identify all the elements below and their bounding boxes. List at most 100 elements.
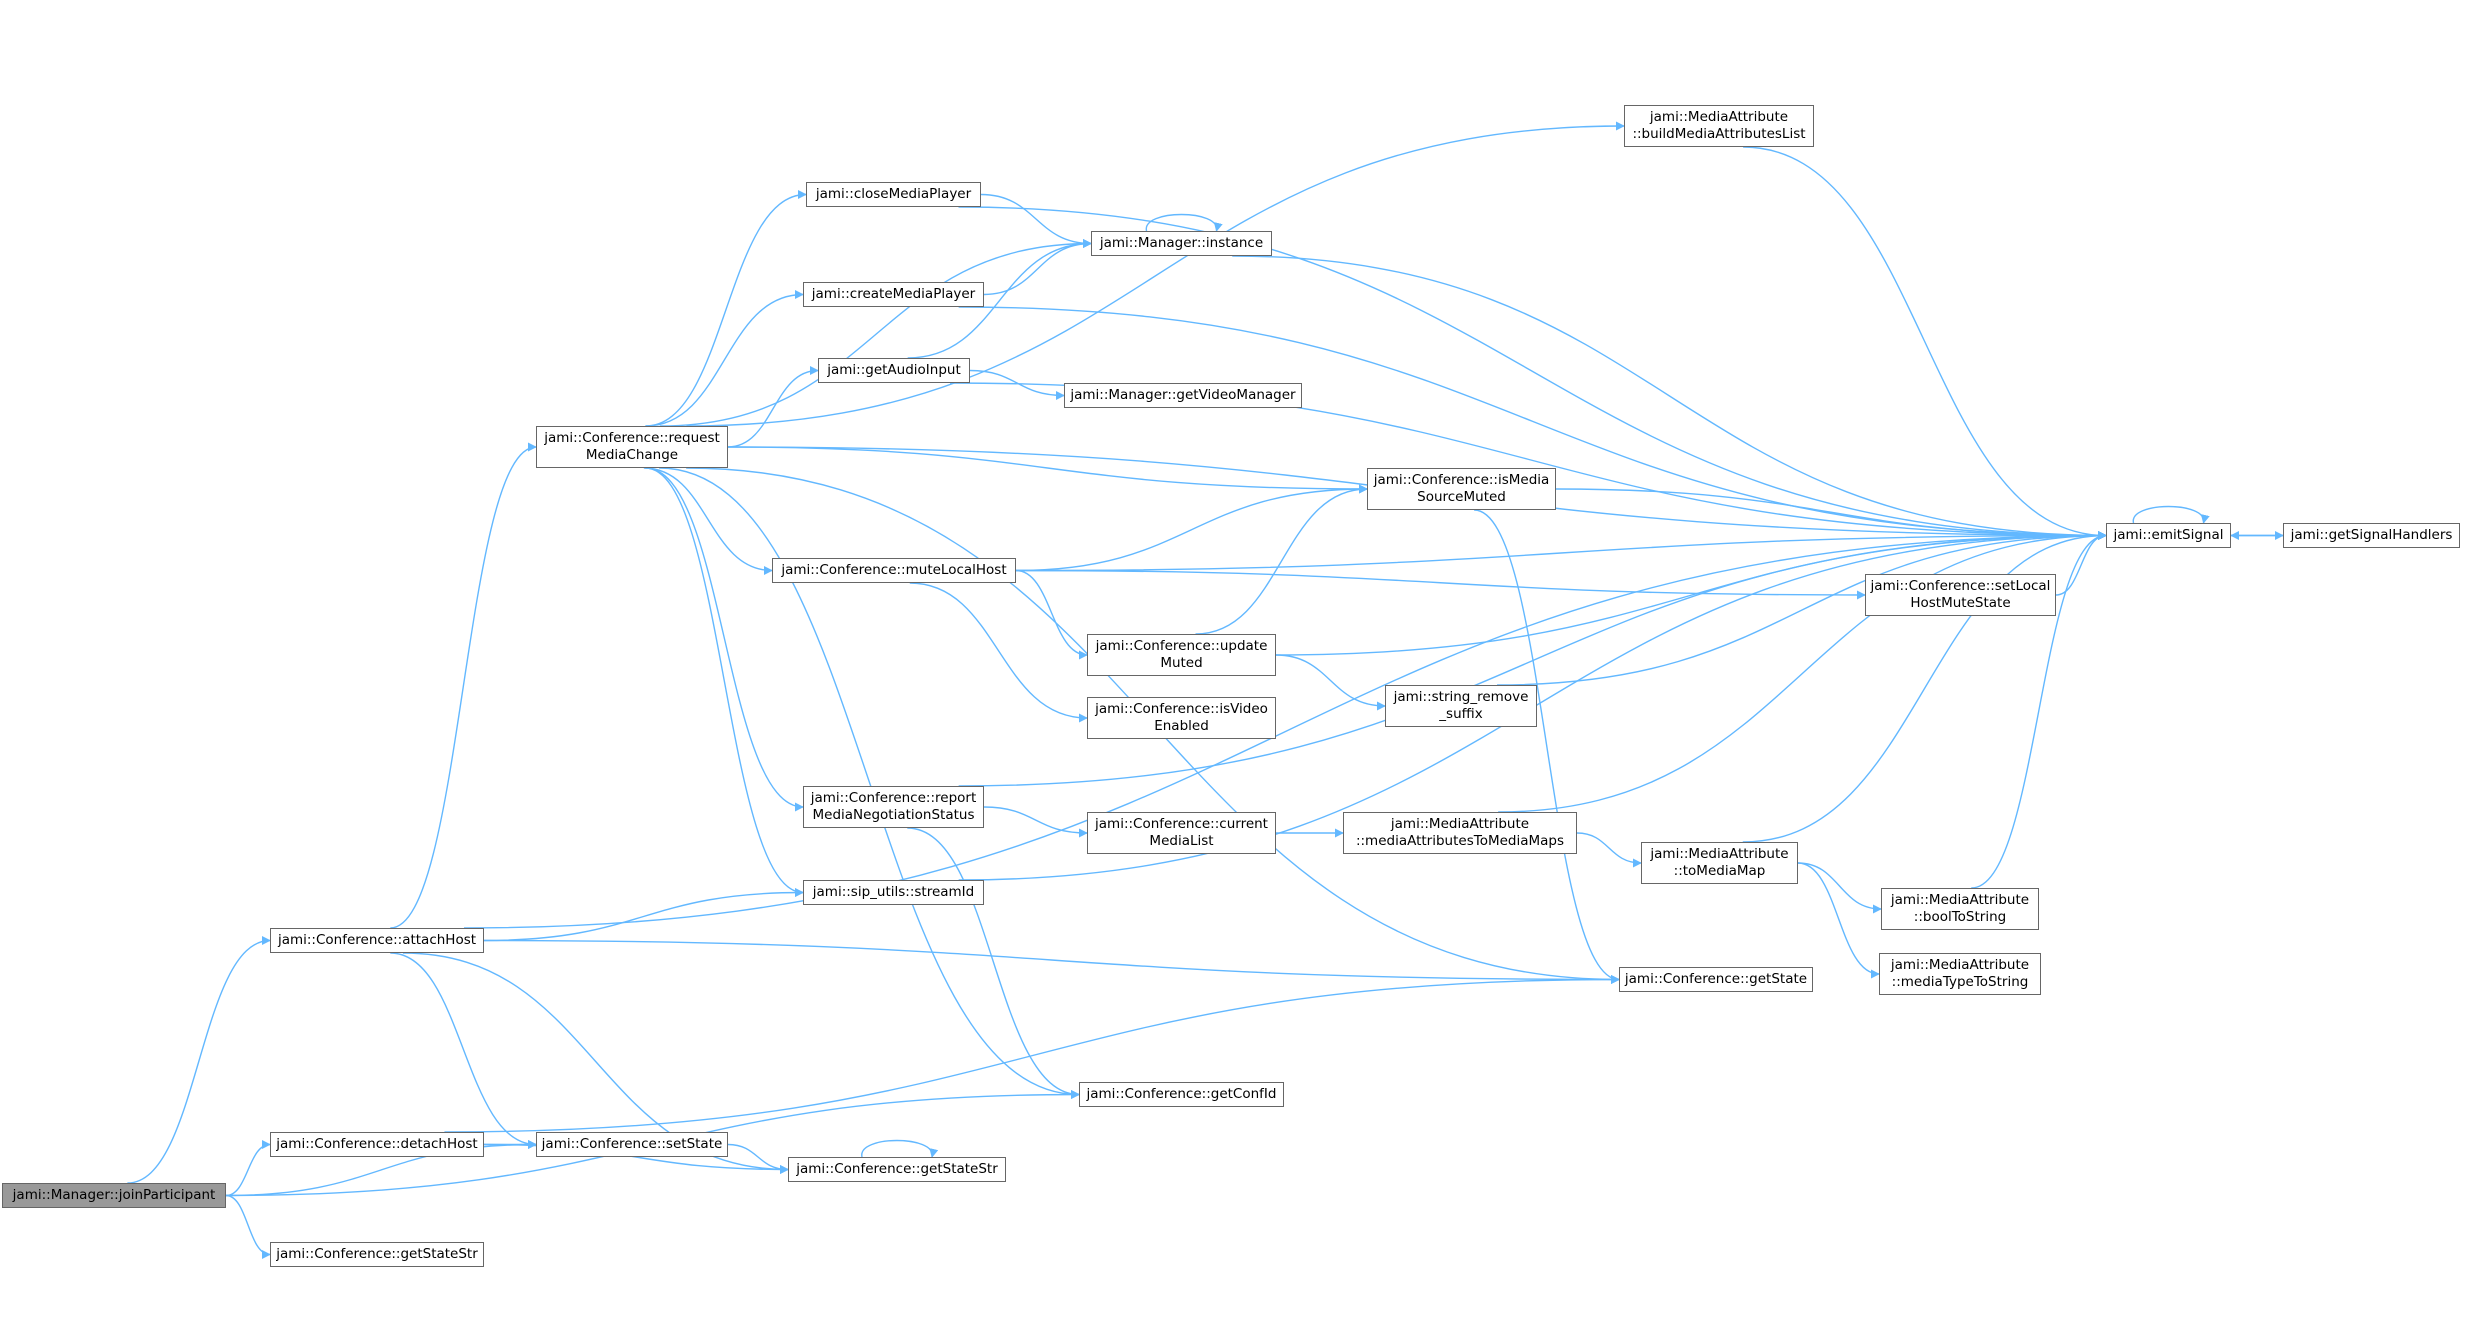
- node-get-state[interactable]: jami::Conference::getState: [1619, 967, 1813, 992]
- node-label-line: ::mediaAttributesToMediaMaps: [1355, 833, 1565, 849]
- node-label-line: jami::Conference::current: [1095, 816, 1268, 832]
- edge-setState-to-getStateStr2: [727, 1143, 789, 1174]
- node-label-line: jami::Manager::getVideoManager: [1070, 387, 1296, 403]
- node-media-attributes-to-media-maps[interactable]: jami::MediaAttribute::mediaAttributesToM…: [1343, 812, 1577, 854]
- edge-attachHost-to-setState: [390, 952, 537, 1149]
- node-label-line: jami::Conference::detachHost: [276, 1136, 478, 1152]
- node-label-line: jami::Conference::isMedia: [1373, 472, 1550, 488]
- edge-mediaAttributesToMediaMaps-to-emitSignal: [1498, 531, 2107, 813]
- node-label-line: jami::MediaAttribute: [1890, 892, 2030, 908]
- edge-requestMediaChange-to-managerInstance: [659, 239, 1092, 427]
- node-label-line: jami::Conference::isVideo: [1095, 701, 1268, 717]
- node-emit-signal[interactable]: jami::emitSignal: [2106, 523, 2231, 548]
- node-get-audio-input[interactable]: jami::getAudioInput: [818, 358, 970, 383]
- edge-attachHost-to-requestMediaChange: [390, 442, 537, 929]
- node-label-line: jami::MediaAttribute: [1650, 846, 1789, 862]
- node-label-line: jami::Conference::update: [1095, 638, 1268, 654]
- edge-getAudioInput-to-managerInstance: [907, 239, 1092, 359]
- edge-buildMediaAttributesList-to-emitSignal: [1743, 146, 2107, 540]
- node-stream-id[interactable]: jami::sip_utils::streamId: [803, 880, 984, 905]
- edge-requestMediaChange-to-reportMNS: [645, 467, 804, 812]
- edge-toMediaMap-to-emitSignal: [1742, 531, 2107, 843]
- node-label-line: HostMuteState: [1910, 595, 2011, 611]
- node-label-line: jami::Conference::report: [810, 790, 977, 806]
- edge-emitSignal-to-emitSignal: [2132, 505, 2210, 524]
- edge-mediaAttributesToMediaMaps-to-toMediaMap: [1576, 832, 1642, 868]
- node-get-signal-handlers[interactable]: jami::getSignalHandlers: [2283, 523, 2460, 548]
- node-label-line: jami::createMediaPlayer: [811, 286, 976, 302]
- edge-setLocalHostMuteState-to-emitSignal: [2055, 531, 2107, 596]
- edge-getStateStr2-to-getStateStr2: [861, 1139, 939, 1158]
- edge-requestMediaChange-to-getAudioInput: [727, 366, 819, 448]
- node-label-line: jami::MediaAttribute: [1890, 957, 2030, 973]
- node-label-line: ::buildMediaAttributesList: [1632, 126, 1806, 142]
- edge-closeMediaPlayer-to-managerInstance: [980, 193, 1092, 248]
- edge-boolToString-to-emitSignal: [1971, 531, 2107, 889]
- node-get-state-str1[interactable]: jami::Conference::getStateStr: [270, 1242, 484, 1267]
- edge-managerInstance-to-emitSignal: [1232, 255, 2107, 540]
- node-label-line: Muted: [1160, 655, 1203, 671]
- edge-reportMNS-to-getConfId: [907, 827, 1080, 1099]
- edge-requestMediaChange-to-streamId: [645, 467, 804, 897]
- edge-toMediaMap-to-mediaTypeToString: [1797, 862, 1880, 979]
- node-create-media-player[interactable]: jami::createMediaPlayer: [803, 282, 984, 307]
- edge-muteLocalHost-to-emitSignal: [1015, 531, 2107, 572]
- node-get-conf-id[interactable]: jami::Conference::getConfId: [1079, 1082, 1284, 1107]
- node-label-line: MediaList: [1149, 833, 1214, 849]
- node-media-type-to-string[interactable]: jami::MediaAttribute::mediaTypeToString: [1879, 953, 2041, 995]
- node-join-participant[interactable]: jami::Manager::joinParticipant: [2, 1183, 226, 1208]
- node-label-line: jami::Conference::getState: [1624, 971, 1808, 987]
- edge-isMediaSourceMuted-to-emitSignal: [1555, 488, 2107, 540]
- node-mute-local-host[interactable]: jami::Conference::muteLocalHost: [772, 558, 1016, 583]
- node-label-line: ::toMediaMap: [1673, 863, 1766, 879]
- node-label-line: jami::getSignalHandlers: [2290, 527, 2453, 543]
- node-attach-host[interactable]: jami::Conference::attachHost: [270, 928, 484, 953]
- node-bool-to-string[interactable]: jami::MediaAttribute::boolToString: [1881, 888, 2039, 930]
- edge-managerInstance-to-managerInstance: [1145, 213, 1223, 232]
- edge-joinParticipant-to-detachHost: [225, 1140, 271, 1197]
- node-string-remove-suffix[interactable]: jami::string_remove_suffix: [1385, 685, 1537, 727]
- node-manager-instance[interactable]: jami::Manager::instance: [1091, 231, 1272, 256]
- edge-isMediaSourceMuted-to-getState: [1474, 509, 1620, 984]
- node-label-line: jami::emitSignal: [2113, 527, 2224, 543]
- node-label-line: jami::string_remove: [1393, 689, 1529, 705]
- node-get-video-manager[interactable]: jami::Manager::getVideoManager: [1064, 383, 1302, 408]
- node-label-line: jami::Conference::getStateStr: [276, 1246, 478, 1262]
- node-label-line: jami::getAudioInput: [827, 362, 961, 378]
- edge-requestMediaChange-to-buildMediaAttributesList: [686, 121, 1625, 427]
- node-label-line: MediaNegotiationStatus: [812, 807, 975, 823]
- node-build-media-attributes-list[interactable]: jami::MediaAttribute::buildMediaAttribut…: [1624, 105, 1814, 147]
- node-label-line: jami::Conference::getConfId: [1086, 1086, 1277, 1102]
- edge-requestMediaChange-to-muteLocalHost: [643, 467, 773, 575]
- node-label-line: jami::Conference::getStateStr: [796, 1161, 998, 1177]
- edge-updateMuted-to-stringRemoveSuffix: [1275, 654, 1386, 711]
- node-label-line: jami::Conference::attachHost: [277, 932, 477, 948]
- edge-joinParticipant-to-attachHost: [127, 936, 271, 1184]
- node-label-line: jami::sip_utils::streamId: [812, 884, 975, 900]
- edge-getAudioInput-to-getVideoManager: [969, 369, 1065, 400]
- edge-attachHost-to-getStateStr2: [402, 952, 789, 1174]
- edge-createMediaPlayer-to-managerInstance: [983, 239, 1092, 296]
- node-label-line: MediaChange: [585, 447, 679, 463]
- edge-requestMediaChange-to-getConfId: [659, 467, 1080, 1099]
- node-label-line: jami::Manager::instance: [1099, 235, 1264, 251]
- node-get-state-str2[interactable]: jami::Conference::getStateStr: [788, 1157, 1006, 1182]
- edge-attachHost-to-emitSignal: [463, 531, 2107, 929]
- node-detach-host[interactable]: jami::Conference::detachHost: [270, 1132, 484, 1157]
- edge-muteLocalHost-to-isVideoEnabled: [909, 582, 1088, 723]
- node-close-media-player[interactable]: jami::closeMediaPlayer: [806, 182, 981, 207]
- node-to-media-map[interactable]: jami::MediaAttribute::toMediaMap: [1641, 842, 1798, 884]
- edge-muteLocalHost-to-setLocalHostMuteState: [1015, 569, 1866, 600]
- node-set-state[interactable]: jami::Conference::setState: [536, 1132, 728, 1157]
- edge-requestMediaChange-to-closeMediaPlayer: [645, 190, 807, 427]
- edge-stringRemoveSuffix-to-emitSignal: [1497, 531, 2107, 686]
- node-label-line: jami::closeMediaPlayer: [815, 186, 972, 202]
